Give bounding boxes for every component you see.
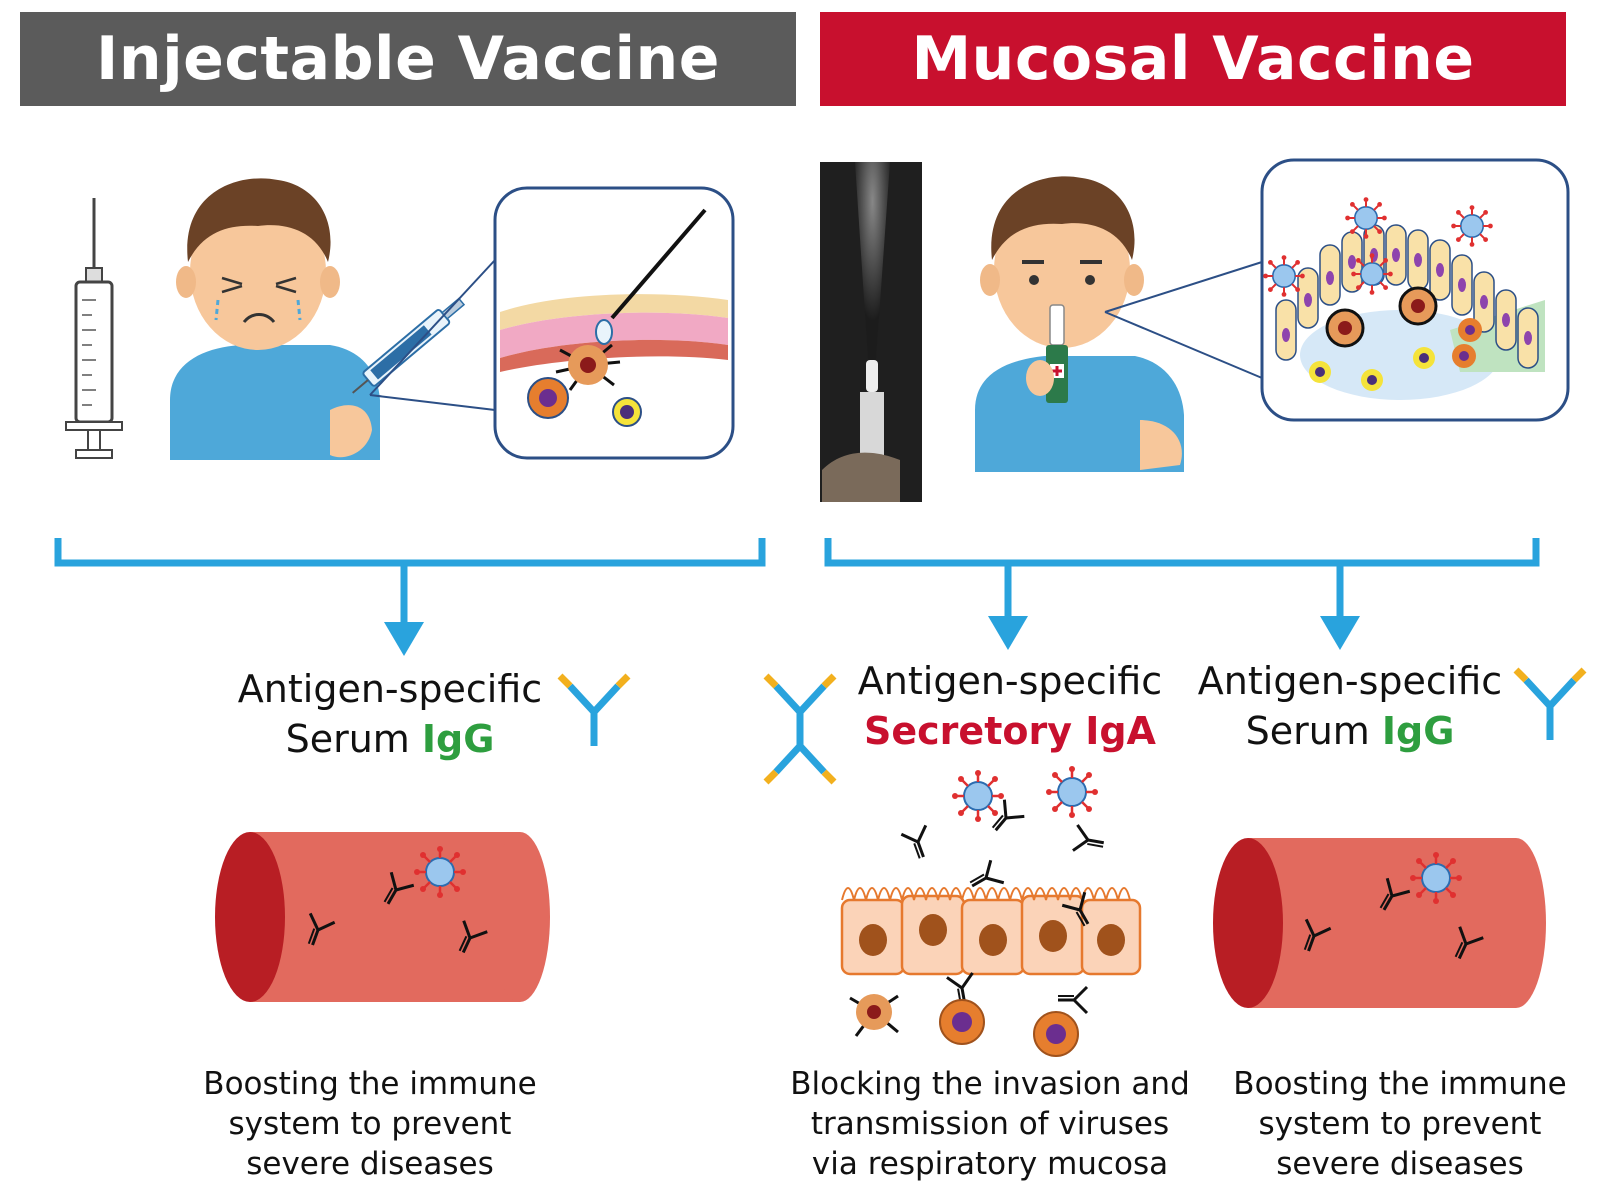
middle-description-line: via respiratory mucosa bbox=[811, 1146, 1169, 1182]
middle-description-line: Blocking the invasion and bbox=[790, 1066, 1190, 1102]
left-outcome-line2: Serum IgG bbox=[200, 714, 580, 764]
left-bracket-arrow bbox=[54, 538, 766, 628]
middle-outcome-label: Antigen-specific Secretory IgA bbox=[840, 656, 1180, 756]
antibody-icon bbox=[1516, 670, 1584, 740]
mucosa-inset-icon bbox=[1104, 158, 1570, 422]
left-outcome-line1: Antigen-specific bbox=[237, 667, 543, 711]
nasal-spray-icon bbox=[820, 162, 922, 502]
banner-left-title: Injectable Vaccine bbox=[96, 24, 720, 94]
epithelium-icon bbox=[840, 764, 1142, 1057]
right-outcome-line1: Antigen-specific bbox=[1197, 659, 1503, 703]
mucosal-vaccine-banner: Mucosal Vaccine bbox=[820, 12, 1566, 106]
injectable-vaccine-banner: Injectable Vaccine bbox=[20, 12, 796, 106]
blood-vessel-icon bbox=[215, 832, 550, 1002]
left-description: Boosting the immune system to prevent se… bbox=[160, 1064, 580, 1184]
right-outcome-line2: Serum IgG bbox=[1180, 706, 1520, 756]
banner-right-title: Mucosal Vaccine bbox=[911, 24, 1475, 94]
right-igg-text: IgG bbox=[1381, 709, 1455, 753]
right-description-line: system to prevent bbox=[1258, 1106, 1542, 1142]
right-description-line: severe diseases bbox=[1276, 1146, 1524, 1182]
right-outcome-label: Antigen-specific Serum IgG bbox=[1180, 656, 1520, 756]
blood-vessel-icon bbox=[1213, 838, 1546, 1008]
left-arrowhead bbox=[384, 622, 424, 656]
syringe-icon bbox=[65, 198, 123, 459]
secretory-iga-dimer-icon bbox=[766, 676, 834, 782]
middle-arrowhead bbox=[988, 616, 1028, 650]
left-serum-text: Serum bbox=[285, 717, 422, 761]
middle-description: Blocking the invasion and transmission o… bbox=[760, 1064, 1220, 1184]
skin-injection-inset-icon bbox=[369, 186, 735, 460]
left-outcome-label: Antigen-specific Serum IgG bbox=[200, 664, 580, 764]
left-description-line: Boosting the immune bbox=[203, 1066, 537, 1102]
left-description-line: system to prevent bbox=[228, 1106, 512, 1142]
boy-spraying-nose-icon bbox=[975, 176, 1184, 472]
left-igg-text: IgG bbox=[421, 717, 495, 761]
right-serum-text: Serum bbox=[1245, 709, 1382, 753]
left-description-line: severe diseases bbox=[246, 1146, 494, 1182]
middle-outcome-line1: Antigen-specific bbox=[857, 659, 1163, 703]
right-arrowhead bbox=[1320, 616, 1360, 650]
right-bracket-arrows bbox=[824, 538, 1540, 622]
crying-boy-icon bbox=[170, 178, 466, 460]
middle-description-line: transmission of viruses bbox=[810, 1106, 1170, 1142]
middle-secretory-iga-text: Secretory IgA bbox=[864, 709, 1156, 753]
right-description-line: Boosting the immune bbox=[1233, 1066, 1567, 1102]
right-description: Boosting the immune system to prevent se… bbox=[1210, 1064, 1590, 1184]
